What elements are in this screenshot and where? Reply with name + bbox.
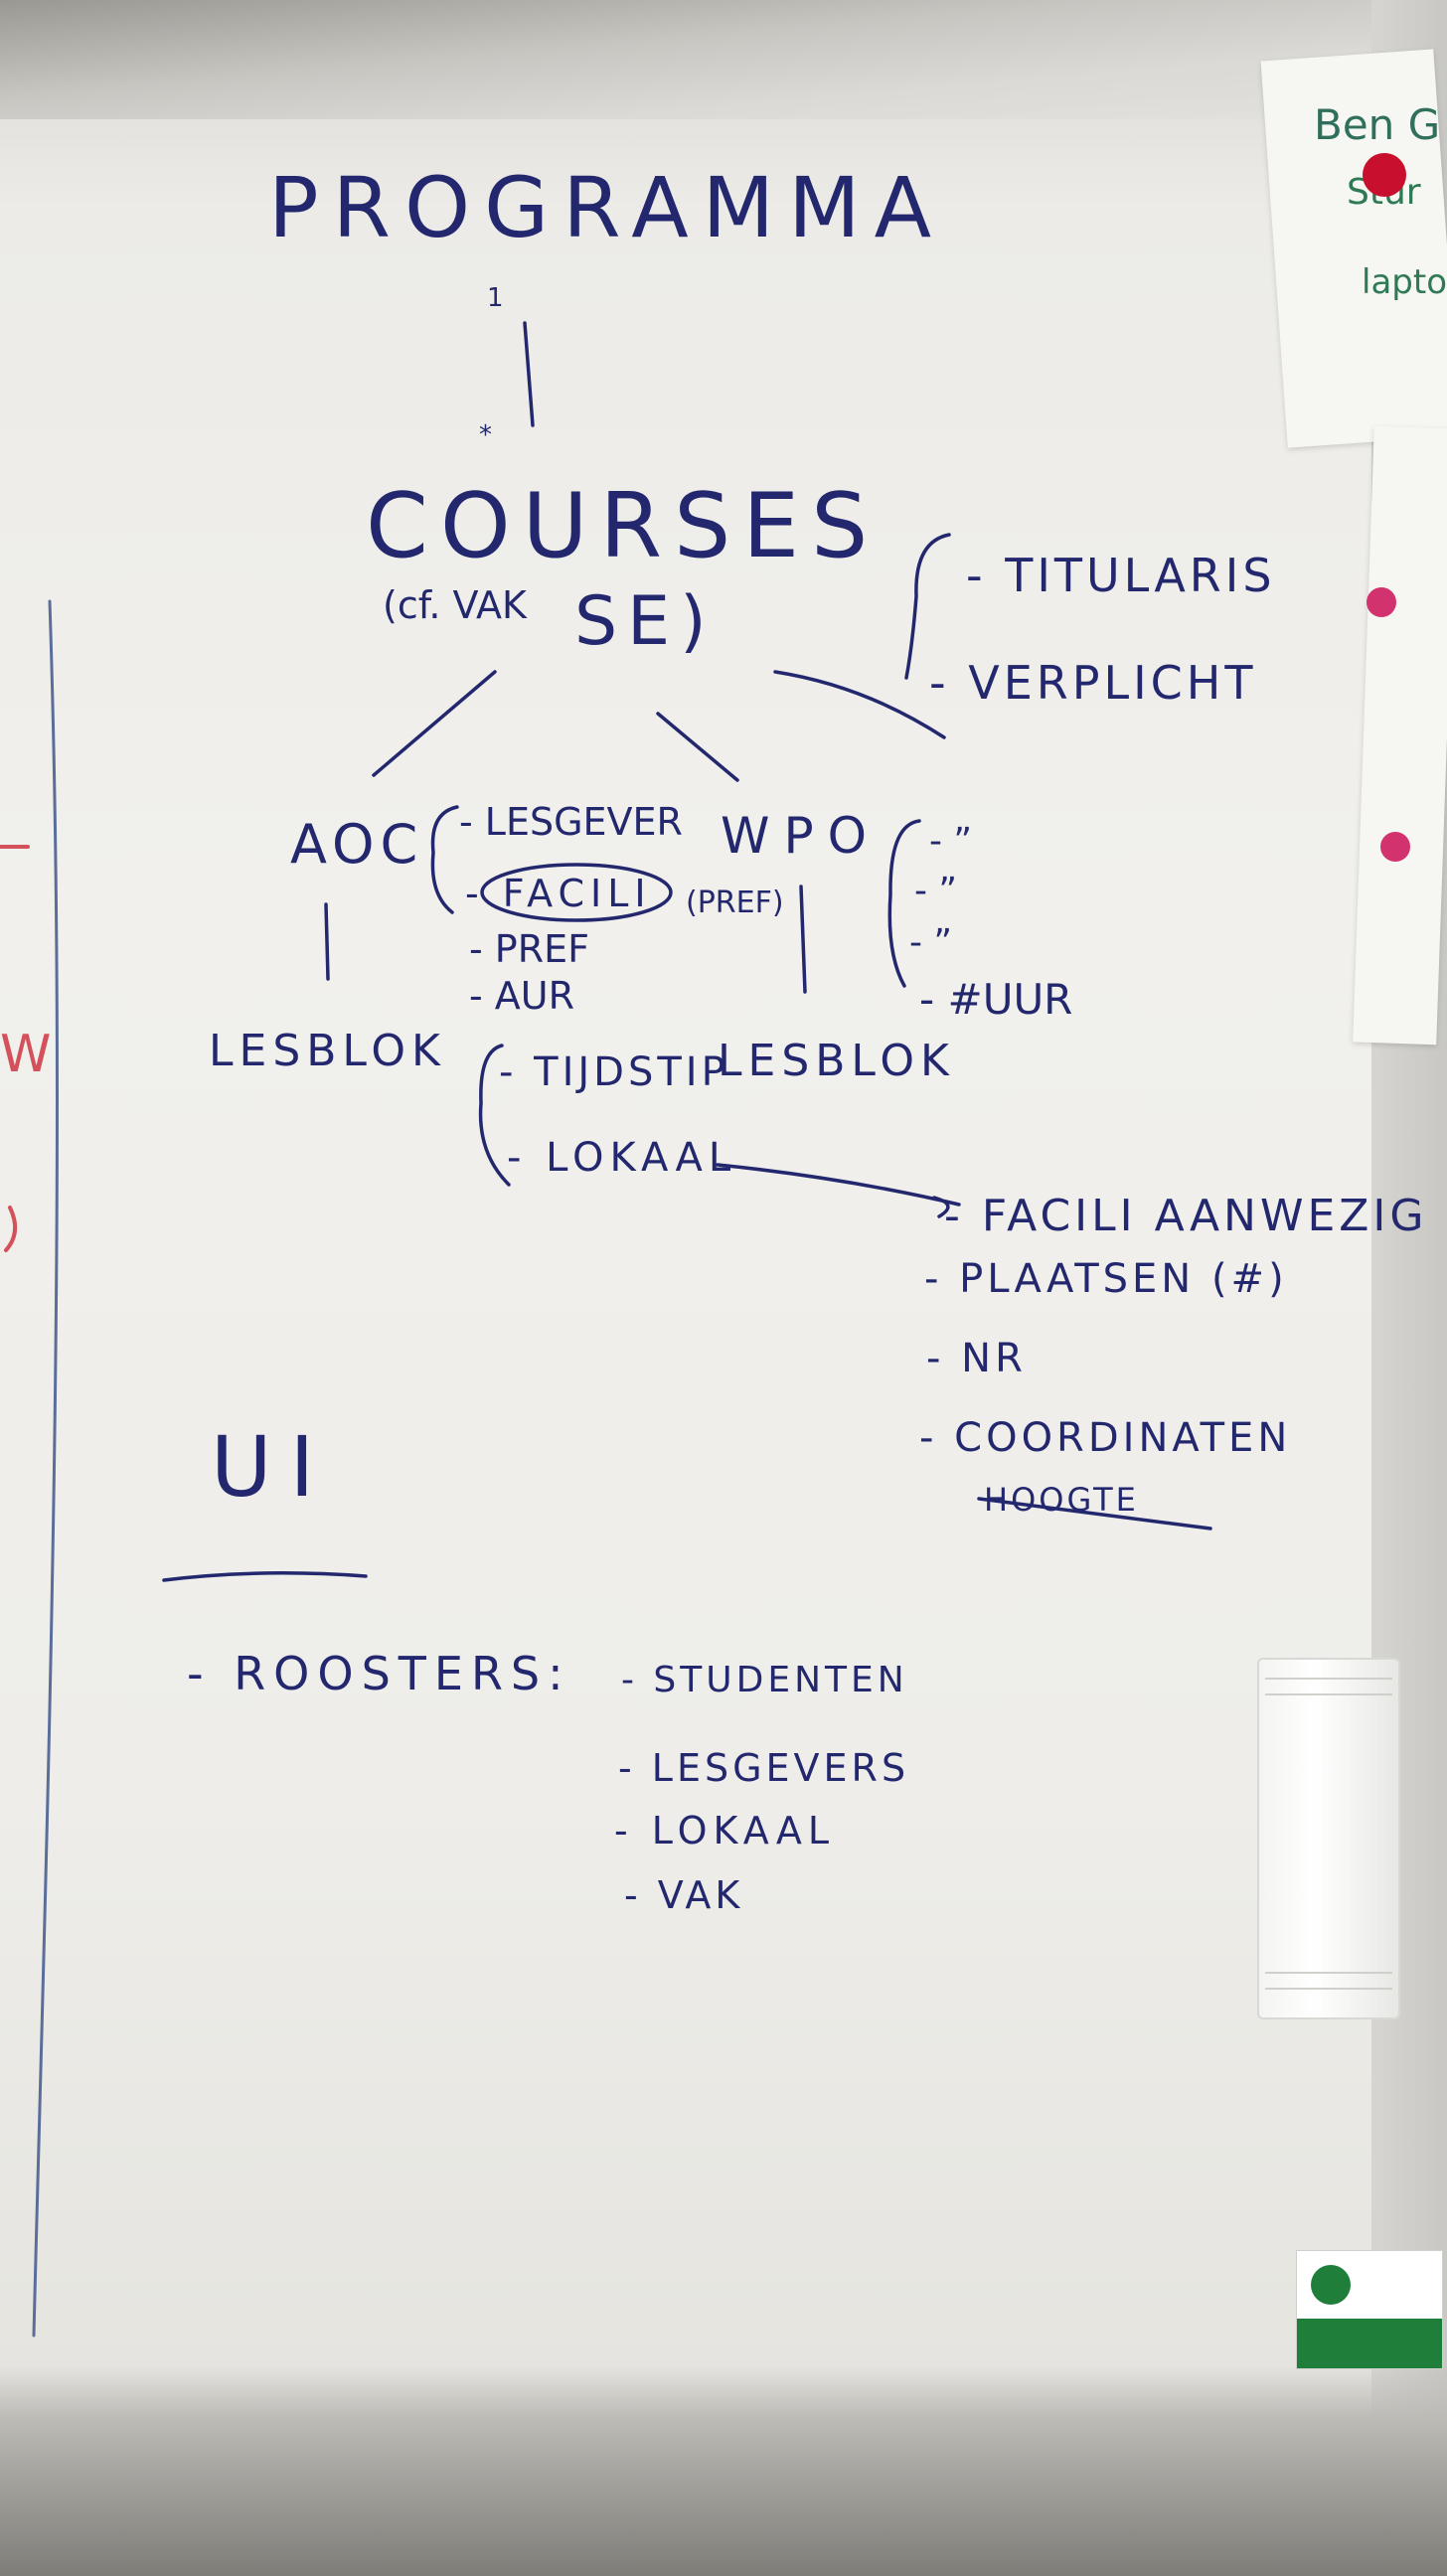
whiteboard-bottom-tray — [0, 2365, 1447, 2576]
margin-line — [32, 599, 60, 2337]
branch-line — [656, 712, 739, 782]
wpo-item: - ” — [929, 821, 972, 862]
lokaal-prop: - FACILI AANWEZIG — [944, 1191, 1428, 1241]
magnet-icon — [1380, 832, 1410, 862]
ui-item: - LOKAAL — [614, 1809, 835, 1852]
eraser-rib — [1265, 1988, 1392, 2000]
course-prop: - TITULARIS — [966, 549, 1276, 602]
wpo-item: - ” — [914, 871, 957, 911]
lokaal-prop: - COORDINATEN — [919, 1415, 1291, 1461]
whiteboard-top-frame — [0, 0, 1447, 119]
brace — [887, 819, 921, 988]
paper-note-line: Ben G — [1314, 100, 1440, 149]
ui-item: - VAK — [624, 1873, 743, 1917]
eraser-rib — [1265, 1972, 1392, 1984]
arrow-tail: * — [479, 420, 492, 450]
eco-sticker — [1296, 2250, 1443, 2369]
red-mark — [4, 1206, 18, 1252]
eco-logo-icon — [1311, 2265, 1351, 2305]
ui-item: - LESGEVERS — [618, 1746, 909, 1790]
wpo-item: - #UUR — [919, 975, 1072, 1024]
ui-item: - STUDENTEN — [621, 1660, 908, 1700]
eraser-rib — [1265, 1678, 1392, 1690]
aoc-down-line — [324, 902, 330, 981]
brace — [478, 1044, 511, 1187]
ui-roosters: - ROOSTERS: — [187, 1647, 571, 1700]
arrow-line — [523, 321, 535, 427]
wpo-label: WPO — [721, 807, 881, 865]
course-prop: - VERPLICHT — [929, 656, 1256, 710]
struck-text: HOOGTE — [984, 1481, 1139, 1519]
wpo-item: - ” — [909, 922, 952, 963]
wpo-line — [799, 885, 807, 994]
aoc-item: - AUR — [469, 974, 574, 1018]
lokaal-prop: - NR — [926, 1336, 1027, 1381]
ui-heading: UI — [211, 1418, 332, 1516]
ui-underline — [162, 1571, 368, 1582]
aoc-label: AOC — [290, 813, 423, 876]
diagram-title: PROGRAMMA — [268, 159, 945, 256]
courses-se: SE) — [574, 582, 717, 661]
aoc-item: - PREF — [469, 927, 589, 971]
courses-heading: COURSES — [366, 474, 880, 578]
red-margin-letter: W — [0, 1025, 51, 1084]
lesblok-left: LESBLOK — [209, 1026, 446, 1076]
arrow-label: 1 — [487, 283, 504, 313]
branch-line — [773, 670, 946, 739]
magnet-icon — [1363, 153, 1406, 197]
brace — [430, 805, 459, 914]
branch-line — [372, 670, 497, 777]
lesblok-item: - LOKAAL — [507, 1135, 736, 1181]
lokaal-prop: - PLAATSEN (#) — [924, 1256, 1288, 1302]
eraser-rib — [1265, 1693, 1392, 1705]
pref-note: (PREF) — [686, 886, 784, 920]
brace — [932, 1196, 950, 1218]
lesblok-right: LESBLOK — [718, 1036, 955, 1086]
courses-note: (cf. VAK — [383, 583, 528, 627]
circled-facili — [480, 863, 673, 922]
eco-sticker-band — [1297, 2319, 1442, 2368]
connector-line — [716, 1163, 961, 1207]
paper-note-line: laptop — [1362, 262, 1447, 302]
eraser — [1257, 1658, 1400, 2019]
magnet-icon — [1367, 587, 1396, 617]
strike-line — [977, 1497, 1212, 1530]
aoc-item: - LESGEVER — [459, 800, 683, 844]
brace — [904, 533, 951, 680]
lesblok-item: - TIJDSTIP — [499, 1049, 729, 1095]
